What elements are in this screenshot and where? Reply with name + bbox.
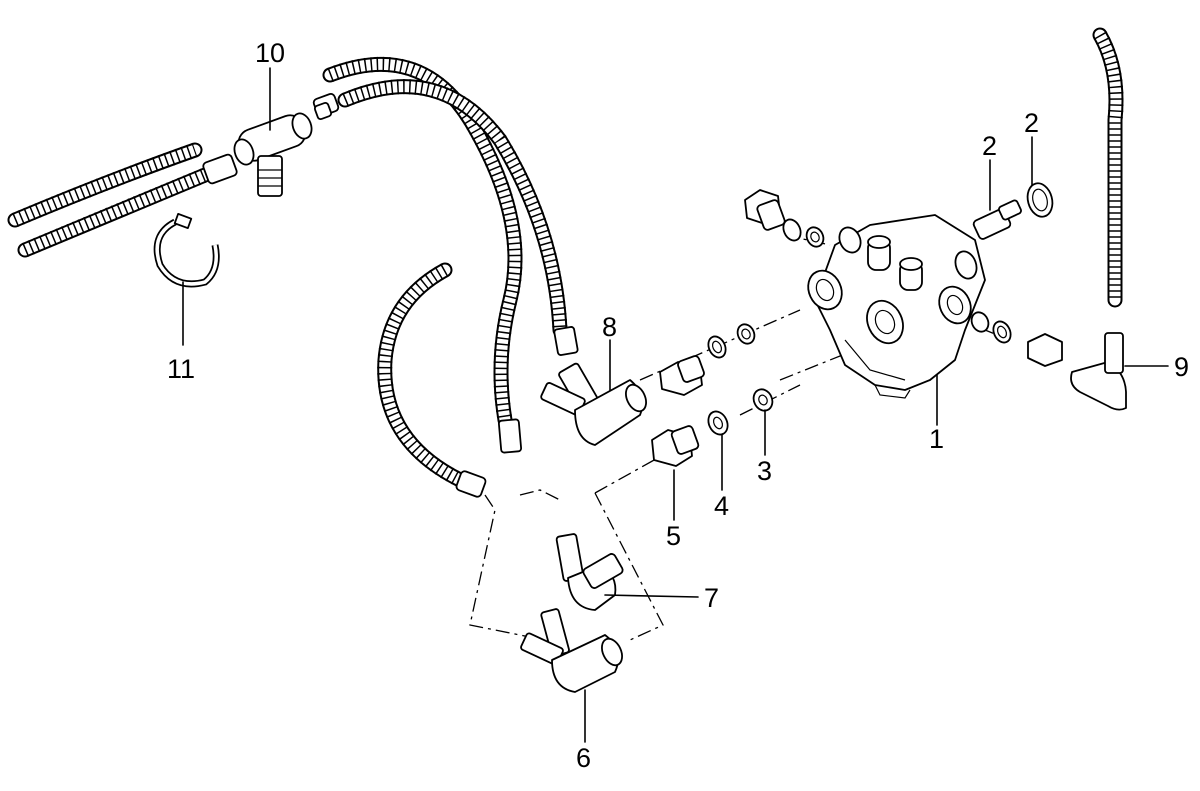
hose-clamp-part-11 [153,213,220,288]
adapter-part-2 [972,199,1022,240]
elbow-fitting-part-9 [1070,332,1127,411]
callout-6: 6 [576,743,591,773]
callout-1: 1 [929,424,944,454]
seal-ring-part-2 [1026,182,1054,218]
washer-part-4 [707,410,729,436]
elbow-fitting-part-6 [520,608,623,693]
right-side-fittings [970,311,1063,367]
valve-body-part-1 [807,214,986,399]
hose-left-pair [7,142,238,258]
callout-9: 9 [1174,352,1189,382]
callout-10: 10 [255,38,285,68]
hose-middle [377,262,487,498]
callout-2-seal: 2 [1024,108,1039,138]
elbow-fitting-part-8 [540,362,647,446]
callout-5: 5 [666,521,681,551]
tee-fitting-part-10 [233,101,333,197]
hose-right [1092,27,1124,308]
callout-labels: 1 2 2 3 4 5 6 7 8 9 10 11 [167,38,1189,773]
plug-part-5 [651,425,700,467]
elbow-fitting-part-7 [555,533,624,611]
callout-8: 8 [602,312,617,342]
callout-11: 11 [167,354,195,384]
hose-upper-pair [312,56,579,454]
plug-fitting-top-left [744,189,825,248]
adapter-nut-upper [659,323,756,396]
callout-leaders [182,67,1169,743]
callout-3: 3 [757,456,772,486]
washer-part-3 [752,388,774,412]
callout-2-adapter: 2 [982,131,997,161]
callout-4: 4 [714,491,729,521]
callout-7: 7 [704,583,719,613]
